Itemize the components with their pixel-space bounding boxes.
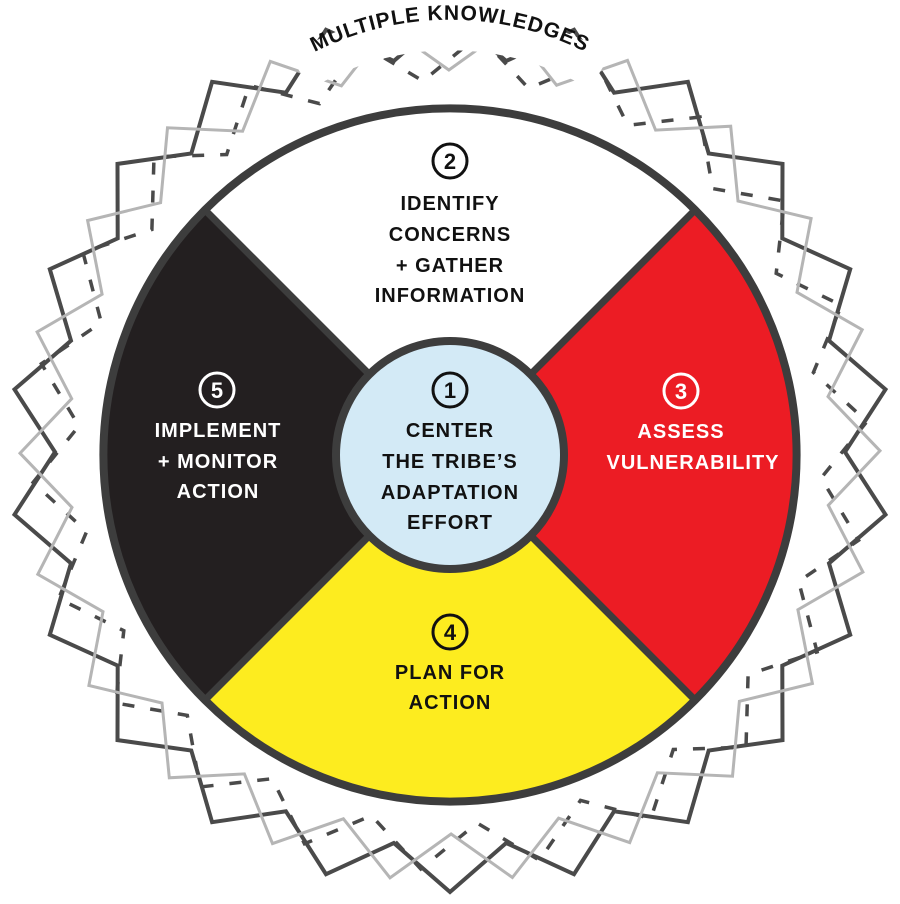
step-4-number-circle	[431, 613, 469, 651]
step-5-number: 5	[211, 378, 223, 403]
step-4-number: 4	[444, 620, 457, 645]
step-1-line-2: THE TRIBE’S	[382, 451, 517, 473]
step-3-number-circle	[662, 372, 700, 410]
step-5-line-3: ACTION	[177, 481, 260, 503]
step-1-number: 1	[444, 378, 456, 403]
step-3-line-1: ASSESS	[637, 421, 724, 443]
step-1-line-4: EFFORT	[407, 512, 493, 534]
segment-implement-monitor	[103, 209, 450, 701]
step-2-number: 2	[444, 149, 456, 174]
zigzag-border	[11, 9, 889, 895]
step-3-line-2: VULNERABILITY	[607, 452, 780, 474]
segment-top-label: 2 IDENTIFY CONCERNS + GATHER INFORMATION	[375, 142, 526, 307]
step-3-number: 3	[675, 379, 687, 404]
step-4-line-2: ACTION	[409, 692, 492, 714]
segment-bottom-label: 4 PLAN FOR ACTION	[395, 613, 505, 714]
segment-center-label: 1 CENTER THE TRIBE’S ADAPTATION EFFORT	[381, 371, 519, 534]
segment-assess-vulnerability	[450, 209, 797, 701]
step-2-line-3: + GATHER	[396, 255, 504, 277]
zigzag-light	[17, 24, 883, 880]
step-1-number-circle	[431, 371, 469, 409]
segment-right-label: 3 ASSESS VULNERABILITY	[607, 372, 780, 474]
center-circle	[332, 337, 568, 573]
step-5-line-1: IMPLEMENT	[155, 420, 282, 442]
step-2-line-2: CONCERNS	[389, 224, 511, 246]
segment-plan-for-action	[204, 455, 696, 802]
segment-identify-concerns	[204, 108, 696, 455]
step-4-line-1: PLAN FOR	[395, 662, 505, 684]
step-1-line-1: CENTER	[406, 420, 494, 442]
wheel-outer-ring	[99, 104, 801, 806]
step-2-number-circle	[431, 142, 469, 180]
segment-left-label: 5 IMPLEMENT + MONITOR ACTION	[155, 371, 282, 503]
step-5-number-circle	[198, 371, 236, 409]
step-5-line-2: + MONITOR	[158, 451, 278, 473]
label-knockout	[289, 10, 611, 90]
step-2-line-1: IDENTIFY	[400, 193, 499, 215]
step-1-line-3: ADAPTATION	[381, 482, 519, 504]
step-2-line-4: INFORMATION	[375, 285, 526, 307]
